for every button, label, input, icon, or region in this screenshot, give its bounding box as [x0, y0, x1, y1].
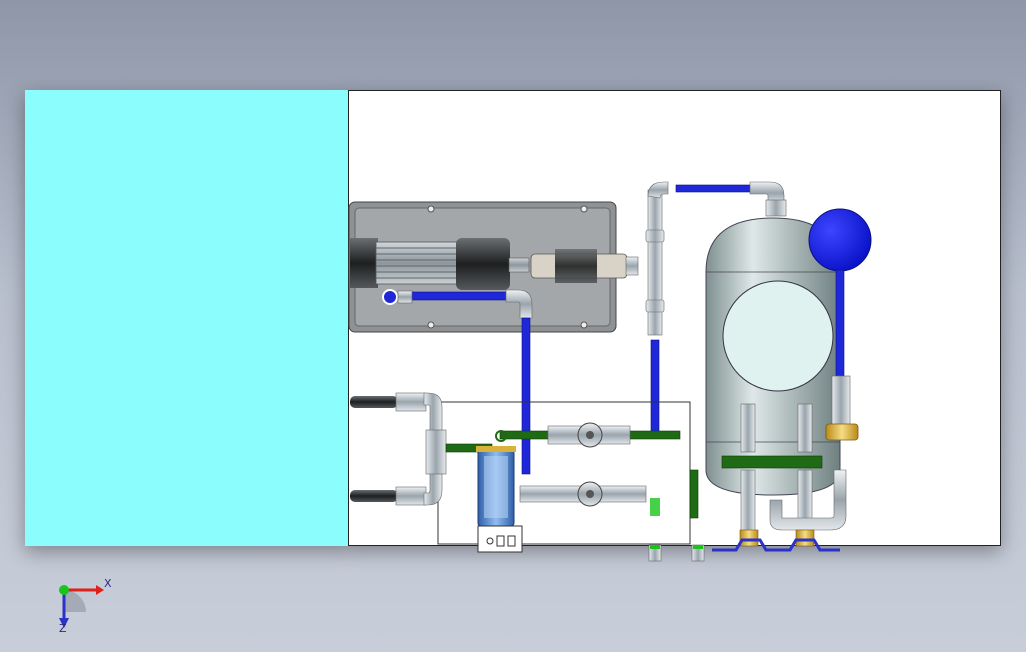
brass-check-valve[interactable]	[825, 423, 859, 441]
inline-valve-lower[interactable]	[519, 481, 647, 507]
centrifugal-pump[interactable]	[530, 249, 639, 283]
control-box[interactable]	[477, 525, 523, 553]
x-axis-label: X	[104, 577, 112, 590]
z-axis-label: Z	[59, 622, 67, 635]
electric-motor[interactable]	[350, 238, 530, 290]
coordinate-triad: X Z	[59, 577, 112, 635]
inlet-manifold[interactable]	[350, 392, 447, 506]
pressure-gauge-ball[interactable]	[808, 208, 872, 427]
tank-leg-fittings[interactable]	[712, 403, 847, 552]
cartridge-filter[interactable]	[476, 430, 516, 527]
inline-valve-upper[interactable]	[547, 422, 631, 448]
cyan-region	[25, 90, 348, 546]
blue-top-line[interactable]	[675, 181, 787, 217]
steel-riser-pipe[interactable]	[645, 181, 669, 336]
blue-suction-line[interactable]	[382, 289, 660, 475]
drain-fittings[interactable]	[648, 498, 705, 562]
